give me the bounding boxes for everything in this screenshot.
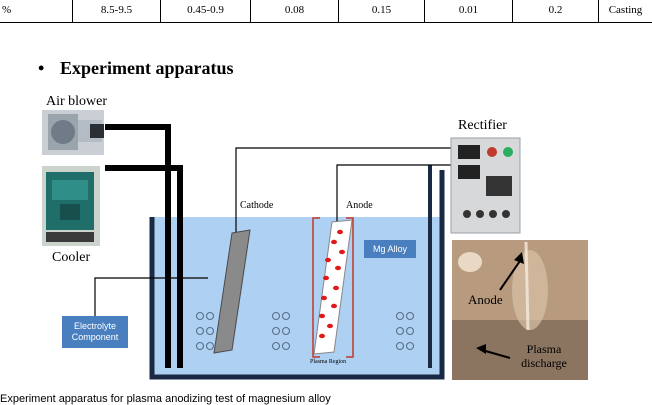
photo-anode-label: Anode (468, 292, 503, 307)
table-cell: % (2, 4, 12, 16)
anode-wire (336, 164, 451, 222)
section-title: Experiment apparatus (60, 58, 234, 78)
table-cell: 0.15 (338, 0, 424, 22)
composition-table-row: % 8.5-9.5 0.45-0.9 0.08 0.15 0.01 0.2 Ca… (0, 0, 652, 23)
tank-wall (149, 170, 445, 380)
cathode-label: Cathode (240, 200, 274, 211)
cooler-pipe (105, 165, 183, 368)
air-bubbles (195, 311, 415, 351)
anode-label: Anode (346, 200, 373, 211)
rectifier-label: Rectifier (458, 118, 507, 133)
mg-particles (319, 229, 345, 339)
table-cell: 0.2 (512, 0, 598, 22)
section-heading: • Experiment apparatus (38, 58, 234, 79)
plasma-region-label: Plasma Region (310, 359, 347, 365)
table-cell: 0.01 (424, 0, 512, 22)
table-cell: 0.08 (250, 0, 338, 22)
electrolyte-component-box: Electrolyte Component (62, 316, 128, 348)
air-blower-photo (42, 110, 104, 155)
table-cell: Casting (598, 0, 652, 22)
table-cell: 0.45-0.9 (160, 0, 250, 22)
mg-alloy-box: Mg Alloy (364, 240, 416, 258)
cooler-photo (42, 166, 100, 246)
cooler-label: Cooler (52, 250, 91, 265)
air-blower-label: Air blower (46, 94, 108, 109)
cathode-wire (235, 147, 451, 235)
plasma-region-bracket (312, 217, 354, 358)
rectifier-photo (450, 137, 521, 234)
electrolyte-line (94, 277, 208, 316)
table-cell: 8.5-9.5 (72, 0, 160, 22)
bullet-icon: • (38, 58, 45, 78)
photo-plasma-label: Plasma discharge (521, 342, 567, 370)
cathode-plate (213, 229, 251, 354)
figure-caption: Experiment apparatus for plasma anodizin… (0, 393, 331, 405)
air-pipe (105, 124, 171, 368)
plasma-discharge-photo (452, 240, 588, 380)
